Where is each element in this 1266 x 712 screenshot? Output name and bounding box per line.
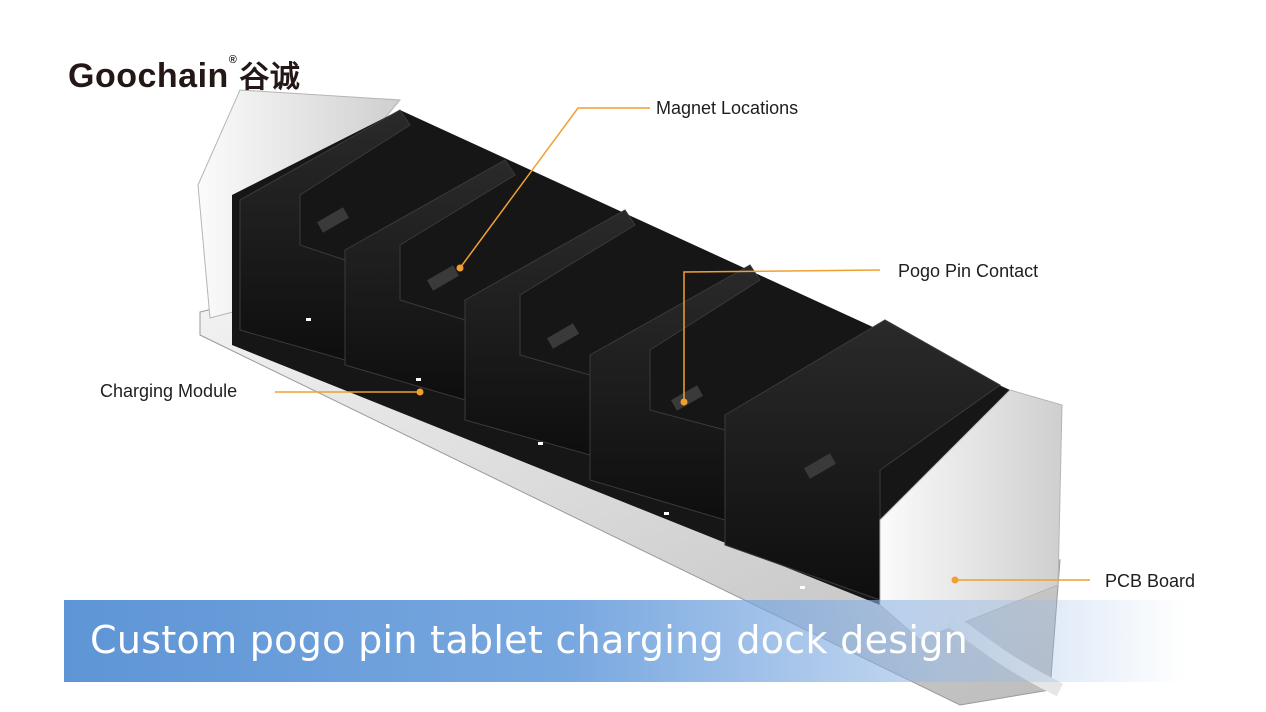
charging-module-label: Charging Module: [100, 381, 238, 401]
magnet-locations-label: Magnet Locations: [656, 98, 799, 118]
leader-lines: [275, 107, 1090, 581]
caption-text: Custom pogo pin tablet charging dock des…: [90, 618, 969, 662]
status-leds: [306, 318, 805, 589]
brand-name: Goochain: [68, 57, 229, 95]
pcb-board-label: PCB Board: [1105, 571, 1196, 591]
slot-3: [464, 209, 636, 456]
slot-1: [239, 109, 411, 361]
slot-5: [724, 319, 1001, 601]
slot-2: [344, 159, 516, 401]
brand-cn-name: 谷诚: [239, 60, 301, 95]
caption-banner: [64, 600, 1184, 682]
pogo-leader: [683, 269, 881, 402]
brand-logo: Goochain®谷诚: [68, 52, 300, 96]
pogo-pin-contact-label: Pogo Pin Contact: [898, 261, 1039, 281]
registered-mark: ®: [228, 54, 238, 66]
magnet-leader: [459, 107, 650, 269]
leader-dots: [416, 264, 959, 584]
slot-4: [589, 264, 761, 521]
